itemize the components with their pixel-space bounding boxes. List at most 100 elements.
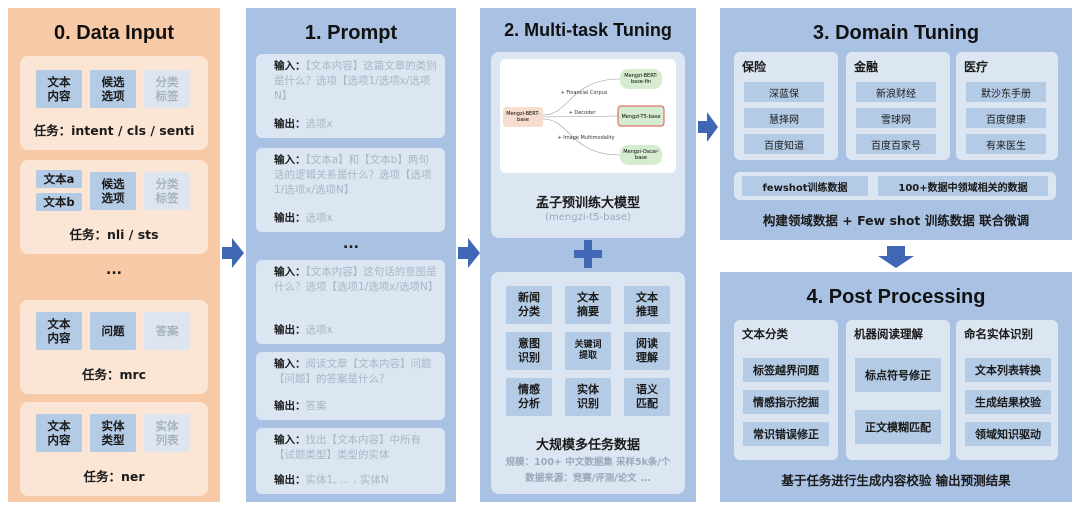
edge-fin <box>542 78 621 116</box>
node-t5-base-label: Mengzi-T5-base <box>621 114 660 120</box>
input-card-ner: 文本内容 实体类型 实体列表 任务：ner <box>20 402 208 496</box>
prompt-output: 选项x <box>305 212 333 224</box>
post-card-classification: 文本分类 标签越界问题 情感指示挖掘 常识错误修正 <box>734 320 838 460</box>
task-label: 任务：intent / cls / senti <box>33 123 195 138</box>
node-oscar-base <box>620 145 662 165</box>
chip-question: 问题 <box>90 312 136 350</box>
input-label: 输入： <box>274 154 306 166</box>
chip-text-b: 文本b <box>36 193 82 211</box>
mengzi-model-diagram: Mengzi-BERT-base Mengzi-BERT-base-fin Me… <box>500 59 676 173</box>
prompt-input: 【文本内容】这篇文章的类别是什么？选项【选项1/选项x/选项N】 <box>274 60 437 102</box>
task-chip: 情感分析 <box>506 378 552 416</box>
task-chip: 语义匹配 <box>624 378 670 416</box>
ellipsis: ... <box>106 262 122 278</box>
post-card-mrc: 机器阅读理解 标点符号修正 正文模糊匹配 <box>846 320 950 460</box>
task-chip: 关键词提取 <box>565 332 611 370</box>
task-chip: 阅读理解 <box>624 332 670 370</box>
prompt-card: 输入：阅读文章【文本内容】问题【问题】的答案是什么？ 输出：答案 <box>256 352 445 420</box>
prompt-output: 选项x <box>305 324 333 336</box>
domain-source: 有来医生 <box>966 134 1046 154</box>
post-card-ner: 命名实体识别 文本列表转换 生成结果校验 领域知识驱动 <box>956 320 1058 460</box>
prompt-input: 【文本a】和【文本b】两句话的逻辑关系是什么？选项【选项1/选项x/选项N】 <box>274 154 432 196</box>
chip-text-a: 文本a <box>36 170 82 188</box>
post-step: 文本列表转换 <box>965 358 1051 382</box>
post-processing-panel: 4. Post Processing 文本分类 标签越界问题 情感指示挖掘 常识… <box>720 272 1072 502</box>
node-bert-base-label: Mengzi-BERT-base <box>506 111 540 123</box>
task-chip: 意图识别 <box>506 332 552 370</box>
edge-fin-label: + Financial Corpus <box>561 90 608 96</box>
post-step: 标点符号修正 <box>855 358 941 392</box>
prompt-card: 输入：【文本内容】这句话的意图是什么？选项【选项1/选项x/选项N】 输出：选项… <box>256 260 445 344</box>
input-card-mrc: 文本内容 问题 答案 任务：mrc <box>20 300 208 394</box>
domain-source: 新浪财经 <box>856 82 936 102</box>
training-data-row: fewshot训练数据 100+数据中领域相关的数据 <box>734 172 1056 200</box>
group-name: 命名实体识别 <box>964 327 1033 341</box>
domain-tuning-caption: 构建领域数据 + Few shot 训练数据 联合微调 <box>762 213 1030 228</box>
prompt-panel: 1. Prompt 输入：【文本内容】这篇文章的类别是什么？选项【选项1/选项x… <box>246 8 456 502</box>
post-step: 生成结果校验 <box>965 390 1051 414</box>
task-label: 任务：ner <box>83 469 145 484</box>
output-label: 输出： <box>274 118 306 130</box>
domain-name: 医疗 <box>964 60 989 74</box>
chip-text-content: 文本内容 <box>36 414 82 452</box>
edge-t5-label: + Decoder <box>569 110 597 116</box>
prompt-output: 答案 <box>305 400 327 412</box>
data-input-panel: 0. Data Input 文本内容 候选选项 分类标签 任务：intent /… <box>8 8 220 502</box>
prompt-card: 输入：【文本a】和【文本b】两句话的逻辑关系是什么？选项【选项1/选项x/选项N… <box>256 148 445 232</box>
domain-source: 百度知道 <box>744 134 824 154</box>
task-label: 任务：nli / sts <box>69 227 159 242</box>
fewshot-data-chip: fewshot训练数据 <box>742 176 868 196</box>
domain-source: 默沙东手册 <box>966 82 1046 102</box>
node-bert-fin <box>620 69 662 89</box>
source-line: 数据来源：竞赛/评测/论文 ... <box>525 473 651 484</box>
post-processing-caption: 基于任务进行生成内容校验 输出预测结果 <box>781 473 1011 488</box>
task-data-card: 新闻分类 文本摘要 文本推理 意图识别 关键词提取 阅读理解 情感分析 实体识别… <box>491 272 685 494</box>
prompt-title: 1. Prompt <box>304 22 398 44</box>
model-id: (mengzi-t5-base) <box>545 212 631 223</box>
domain-tuning-panel: 3. Domain Tuning 保险 深蓝保 慧择网 百度知道 金融 新浪财经… <box>720 8 1072 240</box>
ellipsis: ... <box>343 236 359 252</box>
domain-tuning-title: 3. Domain Tuning <box>812 22 980 44</box>
edge-oscar <box>542 118 621 156</box>
post-processing-title: 4. Post Processing <box>806 286 986 308</box>
domain-source: 百度百家号 <box>856 134 936 154</box>
chip-text-content: 文本内容 <box>36 312 82 350</box>
edge-oscar-label: + Image Multimodality <box>557 135 614 141</box>
edge-t5 <box>542 115 619 118</box>
task-chip: 实体识别 <box>565 378 611 416</box>
post-step: 情感指示挖掘 <box>743 390 829 414</box>
node-bert-fin-label: Mengzi-BERT-base-fin <box>624 73 658 85</box>
node-oscar-base-label: Mengzi-Oscar-base <box>623 149 659 161</box>
chip-entity-list: 实体列表 <box>144 414 190 452</box>
post-step: 常识错误修正 <box>743 422 829 446</box>
chip-entity-type: 实体类型 <box>90 414 136 452</box>
chip-options: 候选选项 <box>90 70 136 108</box>
node-bert-base <box>503 107 543 127</box>
domain-source: 百度健康 <box>966 108 1046 128</box>
arrow-right-icon <box>222 238 244 268</box>
input-card-cls: 文本内容 候选选项 分类标签 任务：intent / cls / senti <box>20 56 208 150</box>
task-chip: 文本摘要 <box>565 286 611 324</box>
model-name: 孟子预训练大模型 <box>535 196 640 211</box>
arrow-down-icon <box>878 246 914 268</box>
prompt-input: 找出【文本内容】中所有【试题类型】类型的实体 <box>274 434 421 461</box>
output-label: 输出： <box>274 324 306 336</box>
prompt-input: 阅读文章【文本内容】问题【问题】的答案是什么？ <box>274 358 432 385</box>
tasks-title: 大规模多任务数据 <box>535 438 640 453</box>
task-chip: 新闻分类 <box>506 286 552 324</box>
group-name: 机器阅读理解 <box>854 327 923 341</box>
input-label: 输入： <box>274 60 306 72</box>
domain-data-chip: 100+数据中领域相关的数据 <box>878 176 1048 196</box>
domain-source: 慧择网 <box>744 108 824 128</box>
domain-card-medical: 医疗 默沙东手册 百度健康 有来医生 <box>956 52 1058 160</box>
chip-answer: 答案 <box>144 312 190 350</box>
chip-text-content: 文本内容 <box>36 70 82 108</box>
group-name: 文本分类 <box>742 327 788 341</box>
task-chip: 文本推理 <box>624 286 670 324</box>
domain-source: 雪球网 <box>856 108 936 128</box>
output-label: 输出： <box>274 400 306 412</box>
output-label: 输出： <box>274 212 306 224</box>
model-card: Mengzi-BERT-base Mengzi-BERT-base-fin Me… <box>491 52 685 238</box>
arrow-right-icon <box>698 112 718 142</box>
multitask-title: 2. Multi-task Tuning <box>504 20 672 40</box>
